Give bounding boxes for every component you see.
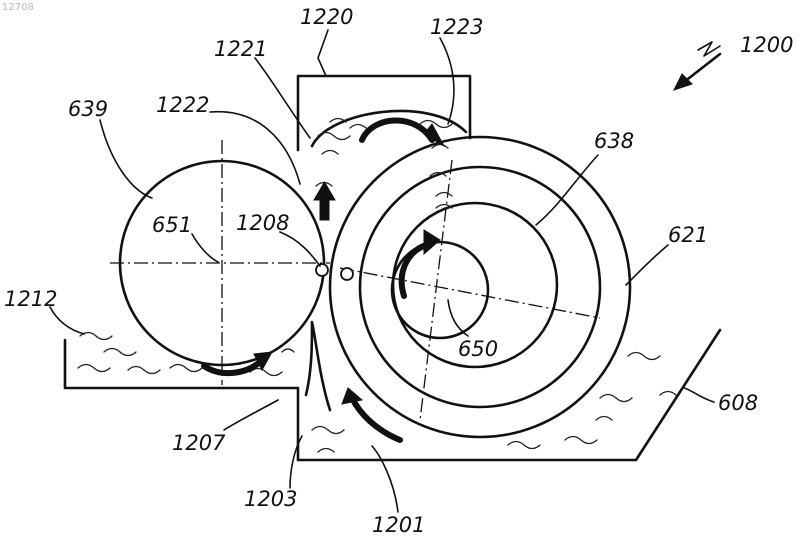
flow-arrow-hood (362, 120, 444, 146)
label-1220: 1220 (300, 5, 353, 29)
label-1200: 1200 (740, 33, 793, 57)
label-1208: 1208 (236, 211, 289, 235)
reference-arrow-1200 (674, 42, 720, 90)
label-608: 608 (718, 391, 758, 415)
label-1212: 1212 (4, 287, 57, 311)
label-1201: 1201 (372, 513, 425, 537)
centerline-vertical-right (420, 160, 452, 420)
label-1222: 1222 (156, 93, 209, 117)
label-650: 650 (458, 337, 498, 361)
label-1221: 1221 (214, 37, 267, 61)
centerline-diagonal-right (340, 268, 600, 318)
label-1207: 1207 (172, 431, 226, 455)
flow-arrow-right-basin (342, 388, 400, 440)
label-638: 638 (594, 129, 634, 153)
trough-outline (65, 330, 720, 460)
label-1203: 1203 (244, 487, 297, 511)
label-639: 639 (68, 97, 108, 121)
label-651: 651 (152, 213, 192, 237)
nip-point-right (341, 268, 353, 280)
label-1223: 1223 (430, 15, 483, 39)
roller-621-outer (330, 137, 630, 437)
corner-code: 12708 (2, 2, 34, 13)
label-621: 621 (668, 223, 708, 247)
divider-wall (306, 322, 330, 410)
flow-arrow-up (314, 182, 335, 220)
leader-lines (50, 30, 714, 512)
nip-point-1208 (316, 264, 328, 276)
